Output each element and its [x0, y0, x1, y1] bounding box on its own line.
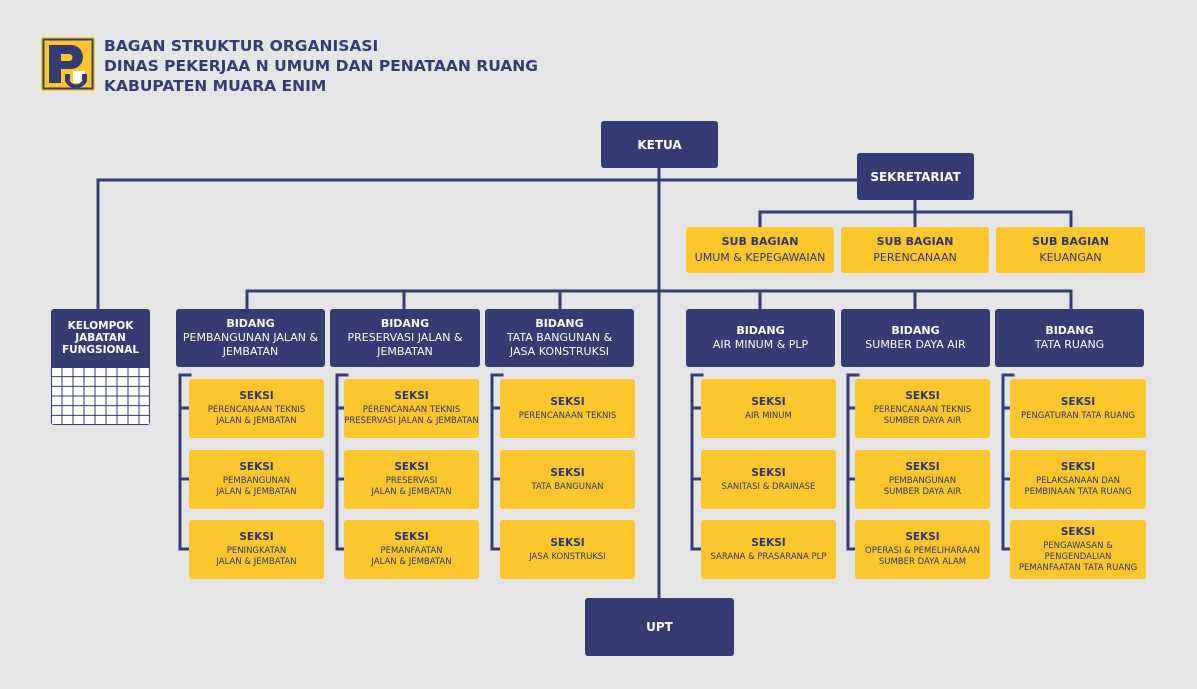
seksi-box: SEKSI PENINGKATAN JALAN & JEMBATAN — [189, 520, 324, 579]
seksi-title: SEKSI — [905, 531, 940, 543]
seksi-title: SEKSI — [751, 466, 786, 479]
bidang-title: BIDANG — [1045, 324, 1094, 337]
seksi-title: SEKSI — [394, 531, 429, 543]
seksi-box: SEKSI OPERASI & PEMELIHARAAN SUMBER DAYA… — [855, 520, 990, 579]
seksi-box: SEKSI AIR MINUM — [701, 379, 836, 438]
seksi-box: SEKSI TATA BANGUNAN — [500, 450, 635, 509]
upt-label: UPT — [646, 620, 673, 634]
seksi-subtitle: SANITASI & DRAINASE — [721, 481, 816, 492]
kelompok-label: KELOMPOK JABATAN FUNGSIONAL — [61, 320, 140, 356]
sub-bagian-title: SUB BAGIAN — [1032, 235, 1109, 248]
seksi-title: SEKSI — [905, 461, 940, 473]
ketua-box: KETUA — [601, 121, 718, 168]
upt-box: UPT — [585, 598, 734, 656]
seksi-subtitle: PEMBANGUNAN JALAN & JEMBATAN — [216, 476, 297, 497]
bidang-title: BIDANG — [226, 317, 275, 330]
sub-bagian-subtitle: PERENCANAAN — [873, 251, 957, 264]
bidang-subtitle: PEMBANGUNAN JALAN & JEMBATAN — [182, 331, 319, 358]
bidang-title: BIDANG — [736, 324, 785, 337]
bidang-sumber-daya-air: BIDANG SUMBER DAYA AIR — [841, 309, 990, 367]
kelompok-grid — [51, 367, 150, 425]
sub-bagian-title: SUB BAGIAN — [721, 235, 799, 248]
seksi-subtitle: TATA BANGUNAN — [531, 481, 604, 492]
bidang-subtitle: TATA BANGUNAN & JASA KONSTRUKSI — [506, 331, 613, 358]
sub-bagian-umum-kepegawaian: SUB BAGIAN UMUM & KEPEGAWAIAN — [686, 227, 834, 273]
seksi-box: SEKSI PERENCANAAN TEKNIS SUMBER DAYA AIR — [855, 379, 990, 438]
seksi-title: SEKSI — [394, 461, 429, 473]
seksi-box: SEKSI SANITASI & DRAINASE — [701, 450, 836, 509]
seksi-box: SEKSI JASA KONSTRUKSI — [500, 520, 635, 579]
seksi-title: SEKSI — [905, 390, 940, 402]
title-line-1: BAGAN STRUKTUR ORGANISASI — [104, 37, 379, 55]
bidang-tata-bangunan-jasa-konstruksi: BIDANG TATA BANGUNAN & JASA KONSTRUKSI — [485, 309, 634, 367]
seksi-title: SEKSI — [1060, 525, 1096, 538]
seksi-title: SEKSI — [1060, 461, 1096, 473]
sekretariat-label: SEKRETARIAT — [870, 169, 961, 184]
kelompok-header: KELOMPOK JABATAN FUNGSIONAL — [51, 309, 150, 367]
seksi-box: SEKSI PERENCANAAN TEKNIS — [500, 379, 635, 438]
seksi-box: SEKSI PEMANFAATAN JALAN & JEMBATAN — [344, 520, 479, 579]
seksi-box: SEKSI SARANA & PRASARANA PLP — [701, 520, 836, 579]
seksi-title: SEKSI — [239, 390, 274, 402]
seksi-box: SEKSI PENGAWASAN & PENGENDALIAN PEMANFAA… — [1010, 520, 1146, 579]
seksi-title: SEKSI — [550, 466, 585, 479]
seksi-subtitle: SARANA & PRASARANA PLP — [710, 551, 827, 562]
seksi-subtitle: PENINGKATAN JALAN & JEMBATAN — [216, 546, 297, 567]
sub-bagian-subtitle: KEUANGAN — [1039, 251, 1102, 264]
seksi-subtitle: OPERASI & PEMELIHARAAN SUMBER DAYA ALAM — [865, 546, 980, 567]
page-title: BAGAN STRUKTUR ORGANISASI DINAS PEKERJAA… — [104, 36, 538, 96]
bidang-subtitle: SUMBER DAYA AIR — [865, 338, 966, 351]
kelompok-jabatan-fungsional-box: KELOMPOK JABATAN FUNGSIONAL — [51, 309, 150, 425]
bidang-pembangunan-jalan-jembatan: BIDANG PEMBANGUNAN JALAN & JEMBATAN — [176, 309, 325, 367]
seksi-box: SEKSI PERENCANAAN TEKNIS JALAN & JEMBATA… — [189, 379, 324, 438]
seksi-title: SEKSI — [550, 395, 585, 408]
ketua-label: KETUA — [637, 137, 682, 152]
bidang-preservasi-jalan-jembatan: BIDANG PRESERVASI JALAN & JEMBATAN — [330, 309, 480, 367]
seksi-subtitle: PERENCANAAN TEKNIS PRESERVASI JALAN & JE… — [344, 405, 479, 426]
title-line-2: DINAS PEKERJAA N UMUM DAN PENATAAN RUANG — [104, 57, 538, 75]
seksi-subtitle: PELAKSANAAN DAN PEMBINAAN TATA RUANG — [1024, 476, 1132, 497]
sub-bagian-perencanaan: SUB BAGIAN PERENCANAAN — [841, 227, 989, 273]
seksi-box: SEKSI PERENCANAAN TEKNIS PRESERVASI JALA… — [344, 379, 479, 438]
seksi-subtitle: JASA KONSTRUKSI — [529, 551, 606, 562]
seksi-subtitle: PENGATURAN TATA RUANG — [1020, 410, 1136, 421]
sekretariat-box: SEKRETARIAT — [857, 153, 974, 200]
seksi-title: SEKSI — [1060, 395, 1096, 408]
sub-bagian-title: SUB BAGIAN — [876, 235, 954, 248]
seksi-subtitle: AIR MINUM — [745, 410, 792, 421]
bidang-title: BIDANG — [891, 324, 940, 337]
seksi-title: SEKSI — [751, 395, 786, 408]
seksi-title: SEKSI — [239, 531, 274, 543]
bidang-subtitle: PRESERVASI JALAN & JEMBATAN — [347, 331, 463, 358]
seksi-subtitle: PERENCANAAN TEKNIS — [518, 410, 617, 421]
bidang-subtitle: TATA RUANG — [1034, 338, 1105, 351]
bidang-title: BIDANG — [535, 317, 584, 330]
seksi-box: SEKSI PEMBANGUNAN SUMBER DAYA AIR — [855, 450, 990, 509]
sub-bagian-keuangan: SUB BAGIAN KEUANGAN — [996, 227, 1145, 273]
sub-bagian-subtitle: UMUM & KEPEGAWAIAN — [694, 251, 826, 264]
seksi-box: SEKSI PRESERVASI JALAN & JEMBATAN — [344, 450, 479, 509]
seksi-title: SEKSI — [751, 536, 786, 549]
seksi-title: SEKSI — [239, 461, 274, 473]
bidang-title: BIDANG — [380, 317, 430, 330]
title-line-3: KABUPATEN MUARA ENIM — [104, 77, 327, 95]
seksi-box: SEKSI PELAKSANAAN DAN PEMBINAAN TATA RUA… — [1010, 450, 1146, 509]
seksi-subtitle: PRESERVASI JALAN & JEMBATAN — [371, 476, 452, 497]
seksi-subtitle: PERENCANAAN TEKNIS SUMBER DAYA AIR — [873, 405, 972, 426]
seksi-title: SEKSI — [394, 390, 429, 402]
seksi-subtitle: PENGAWASAN & PENGENDALIAN PEMANFAATAN TA… — [1018, 540, 1138, 573]
seksi-subtitle: PEMANFAATAN JALAN & JEMBATAN — [371, 546, 452, 567]
seksi-subtitle: PERENCANAAN TEKNIS JALAN & JEMBATAN — [207, 405, 306, 426]
bidang-subtitle: AIR MINUM & PLP — [712, 338, 809, 351]
pu-logo-icon — [41, 37, 95, 91]
seksi-title: SEKSI — [550, 536, 585, 549]
seksi-box: SEKSI PEMBANGUNAN JALAN & JEMBATAN — [189, 450, 324, 509]
bidang-air-minum-plp: BIDANG AIR MINUM & PLP — [686, 309, 835, 367]
bidang-tata-ruang: BIDANG TATA RUANG — [995, 309, 1144, 367]
seksi-box: SEKSI PENGATURAN TATA RUANG — [1010, 379, 1146, 438]
seksi-subtitle: PEMBANGUNAN SUMBER DAYA AIR — [883, 476, 962, 497]
